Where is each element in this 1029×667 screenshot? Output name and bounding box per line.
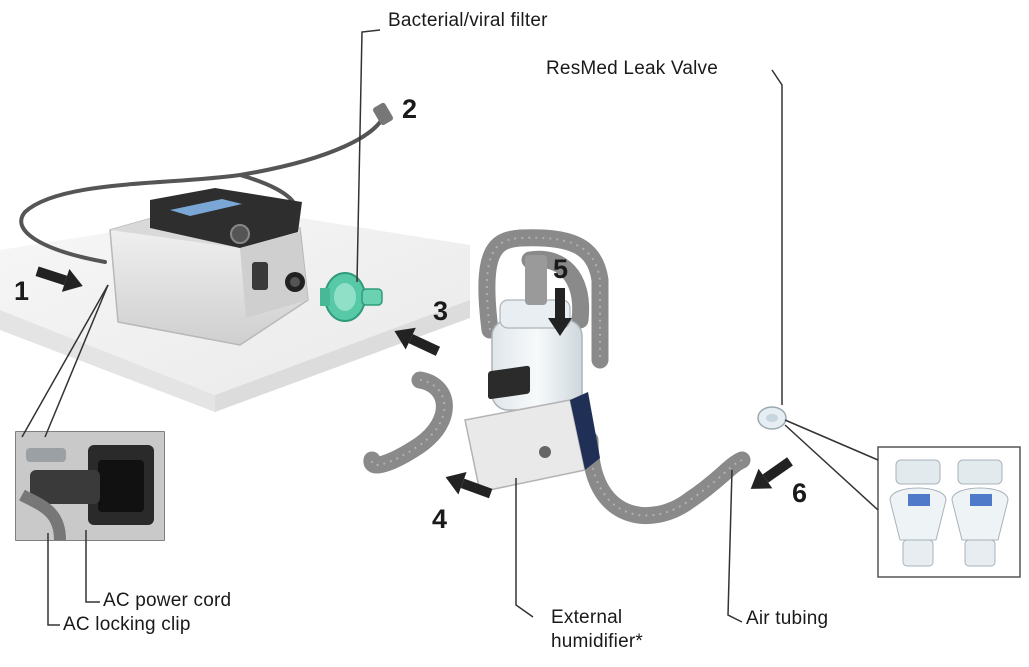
inset-leak-valve (877, 446, 1021, 578)
arrow-1 (35, 266, 83, 292)
label-air-tubing: Air tubing (746, 608, 829, 629)
label-external-humidifier: External humidifier* (551, 607, 643, 652)
step-number-2: 2 (402, 94, 418, 124)
inset-power-cord (15, 431, 165, 541)
leader-lines (21, 29, 879, 626)
step-number-1: 1 (14, 276, 30, 306)
label-bacterial-viral-filter: Bacterial/viral filter (388, 10, 548, 31)
step-number-3: 3 (433, 296, 449, 326)
arrow-3 (394, 327, 441, 356)
step-number-5: 5 (553, 254, 569, 284)
leak-valve-icon (757, 406, 787, 430)
arrow-6 (750, 457, 793, 489)
bacterial-filter-icon (320, 272, 383, 322)
step-number-6: 6 (792, 478, 808, 508)
label-ac-power-cord: AC power cord (103, 590, 232, 611)
step-number-4: 4 (432, 504, 448, 534)
label-resmed-leak-valve: ResMed Leak Valve (546, 58, 719, 79)
label-ac-locking-clip: AC locking clip (63, 614, 191, 635)
cpap-device-icon (109, 188, 309, 346)
arrow-4 (445, 471, 493, 499)
cord-plug (373, 102, 393, 126)
arrow-5 (548, 288, 572, 336)
tube-ribbing (370, 236, 743, 517)
step-arrows (35, 266, 793, 499)
